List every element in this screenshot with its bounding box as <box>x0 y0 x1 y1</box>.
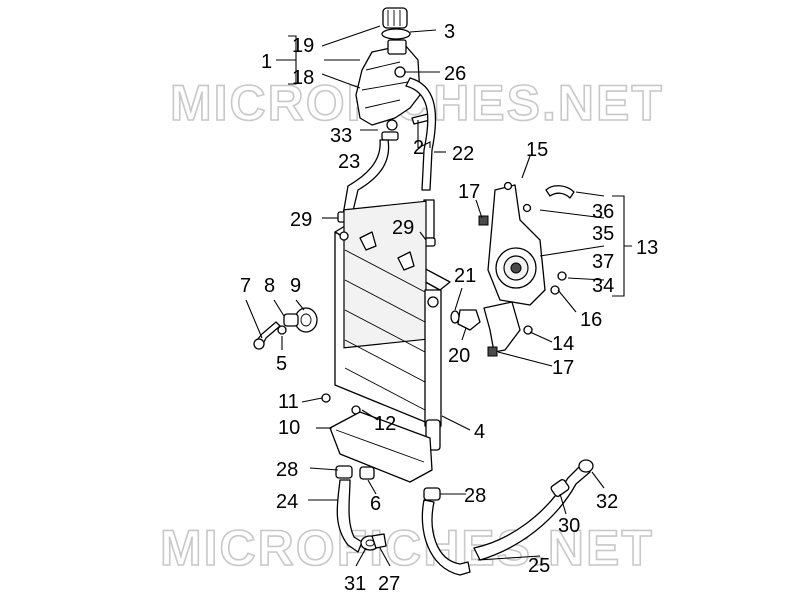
watermark-bottom: MICROFICHES.NET <box>160 520 654 576</box>
label-13: 13 <box>636 237 658 259</box>
tank-cap <box>381 7 411 40</box>
label-27: 27 <box>378 573 400 595</box>
leader-lines <box>245 25 632 567</box>
sensor-20 <box>450 309 481 331</box>
radiator-lower-cover <box>329 411 433 483</box>
clamp-32 <box>578 459 594 473</box>
label-32: 32 <box>596 491 618 513</box>
label-8: 8 <box>264 275 275 297</box>
label-21: 21 <box>454 265 476 287</box>
clip-17 <box>478 215 498 357</box>
label-28-right: 28 <box>464 485 486 507</box>
label-11: 11 <box>278 391 299 413</box>
label-30: 30 <box>558 515 580 537</box>
label-2: 2 <box>413 137 424 159</box>
label-4: 4 <box>474 421 485 443</box>
label-17-top: 17 <box>458 181 480 203</box>
clamp-31-27 <box>360 533 387 551</box>
washer-5 <box>277 325 287 335</box>
hose-30 <box>473 463 591 561</box>
fan-screws <box>503 181 567 335</box>
screw-7 <box>253 321 281 350</box>
label-12: 12 <box>374 413 396 435</box>
hose-24 <box>335 465 363 553</box>
label-3: 3 <box>444 21 455 43</box>
label-23: 23 <box>338 151 360 173</box>
label-25: 25 <box>528 555 550 577</box>
label-18: 18 <box>292 67 314 89</box>
label-29-right: 29 <box>392 217 414 239</box>
screw-11 <box>321 393 331 403</box>
label-28-left: 28 <box>276 459 298 481</box>
label-6: 6 <box>370 493 381 515</box>
label-29-left: 29 <box>290 209 312 231</box>
label-22: 22 <box>452 143 474 165</box>
expansion-tank <box>355 39 421 126</box>
label-37: 37 <box>592 251 614 273</box>
hose-22 <box>405 77 437 191</box>
label-7: 7 <box>240 275 251 297</box>
radiator <box>334 200 451 451</box>
plug-6 <box>359 466 375 480</box>
hose-25 <box>421 487 471 576</box>
label-26: 26 <box>444 63 466 85</box>
label-14: 14 <box>552 333 574 355</box>
callout-labels: 1 19 18 3 26 33 2 22 23 29 29 17 15 36 3… <box>240 21 658 595</box>
spacer-8 <box>283 313 299 327</box>
label-20: 20 <box>448 345 470 367</box>
label-15: 15 <box>526 139 548 161</box>
label-17-bottom: 17 <box>552 357 574 379</box>
fan-bracket <box>483 301 521 353</box>
label-1: 1 <box>261 51 272 73</box>
label-19: 19 <box>292 35 314 57</box>
label-5: 5 <box>276 353 287 375</box>
label-36: 36 <box>592 201 614 223</box>
label-16: 16 <box>580 309 602 331</box>
label-24: 24 <box>276 491 298 513</box>
label-31: 31 <box>344 573 366 595</box>
label-35: 35 <box>592 223 614 245</box>
label-9: 9 <box>290 275 301 297</box>
label-33: 33 <box>330 125 352 147</box>
label-34: 34 <box>592 275 614 297</box>
label-10: 10 <box>278 417 300 439</box>
fan-clip-36 <box>545 185 575 199</box>
fan-shroud <box>487 184 546 306</box>
